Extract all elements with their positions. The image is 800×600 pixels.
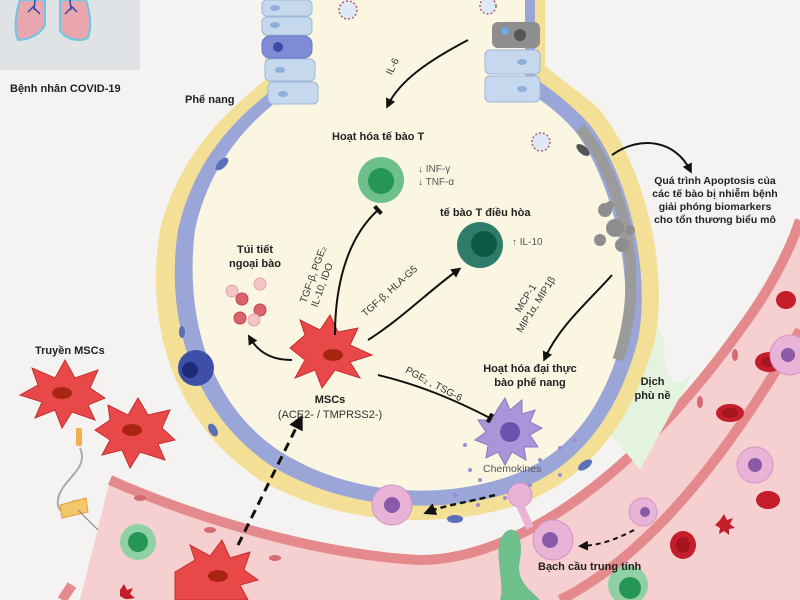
edema-label: Dịch phù nề — [625, 375, 680, 403]
tnf-alpha-label: ↓ TNF-α — [418, 177, 455, 188]
neutrophil — [532, 519, 574, 561]
apoptosis-line: Quá trình Apoptosis của — [654, 175, 776, 187]
iv-infusion-icon — [56, 428, 99, 531]
infected-cell — [492, 22, 540, 48]
inf-gamma-label: ↓ INF-γ — [418, 164, 451, 175]
vesicles-line: ngoại bào — [229, 258, 281, 270]
neutrophil-migration-arrow — [423, 493, 496, 515]
blood-vessel — [57, 218, 800, 600]
apoptosis-line: cho tổn thương biểu mô — [654, 214, 776, 226]
red-blood-cell — [716, 404, 744, 422]
ciliated-epithelium-left — [261, 0, 319, 105]
neutrophil-transmigrating — [507, 482, 534, 530]
chemokines-label: Chemokines — [483, 463, 542, 475]
regulatory-t-cell — [457, 222, 503, 268]
il10-label: ↑ IL-10 — [512, 237, 543, 248]
red-blood-cell — [756, 491, 780, 509]
msc-cell — [18, 358, 107, 430]
lymphocyte — [608, 565, 648, 600]
red-blood-cell — [776, 291, 796, 309]
lungs-icon — [14, 0, 92, 42]
red-blood-cell — [670, 531, 696, 559]
apoptosis-line: giải phóng biomarkers — [658, 201, 772, 213]
chemokine-particles — [453, 438, 577, 507]
apoptosis-line: các tế bào bị nhiễm bệnh — [652, 188, 778, 200]
neutrophil — [371, 484, 413, 526]
mscs-label: MSCs — [314, 394, 346, 406]
neutrophil — [736, 446, 774, 484]
lymphocyte — [120, 524, 156, 560]
msc-migration-arrow — [236, 414, 303, 546]
msc-to-tcell-inhibition — [334, 204, 383, 336]
vesicles-line: Túi tiết — [236, 244, 274, 256]
alveolus — [155, 0, 659, 523]
edema-line: phù nề — [634, 390, 671, 402]
alveolar-macrophage — [473, 396, 544, 467]
neutrophil — [628, 497, 658, 527]
msc-cell — [94, 397, 177, 470]
patient-label: Bệnh nhân COVID-19 — [10, 83, 121, 95]
macrophage-activation-label: Hoạt hóa đại thực bào phế nang — [470, 362, 590, 390]
alveolus-label: Phế nang — [185, 94, 235, 106]
macrophage-line: bào phế nang — [494, 377, 566, 389]
vessel-migration-arrow — [578, 529, 635, 551]
macrophage-line: Hoạt hóa đại thực — [483, 363, 577, 375]
mscs-markers-label: (ACE2- / TMPRSS2-) — [277, 409, 383, 421]
msc-infusion-label: Truyền MSCs — [35, 345, 105, 357]
virus-icon — [338, 0, 358, 20]
il6-arrow — [386, 39, 469, 109]
ciliated-epithelium-right — [484, 22, 541, 103]
msc-to-macrophage-inhibition — [377, 374, 495, 424]
msc-cell — [174, 539, 260, 600]
apoptosis-label: Quá trình Apoptosis của các tế bào bị nh… — [630, 175, 800, 227]
apoptosis-arrow — [611, 142, 692, 174]
vesicles-label: Túi tiết ngoại bào — [210, 243, 300, 271]
platelet — [120, 584, 135, 599]
t-cell-activation-label: Hoạt hóa tế bào T — [332, 131, 425, 143]
msc-cell — [289, 313, 374, 390]
patient-illustration — [0, 0, 140, 70]
extracellular-vesicles — [225, 277, 267, 327]
dendritic-cell — [178, 350, 214, 386]
apoptotic-debris — [594, 201, 635, 252]
virus-icon — [531, 132, 551, 152]
platelet — [715, 514, 735, 535]
virus-icon — [479, 0, 497, 15]
neutrophil — [769, 334, 800, 376]
msc-to-vesicles-arrow — [247, 334, 293, 361]
edema-line: Dịch — [640, 376, 665, 388]
msc-to-treg-arrow — [367, 267, 462, 341]
treg-label: tế bào T điều hòa — [440, 207, 531, 219]
monocyte-transmigrating — [498, 529, 540, 600]
neutrophils-label: Bạch cầu trung tính — [538, 561, 642, 573]
mcp-arrow — [542, 274, 613, 362]
t-cell — [358, 157, 404, 203]
